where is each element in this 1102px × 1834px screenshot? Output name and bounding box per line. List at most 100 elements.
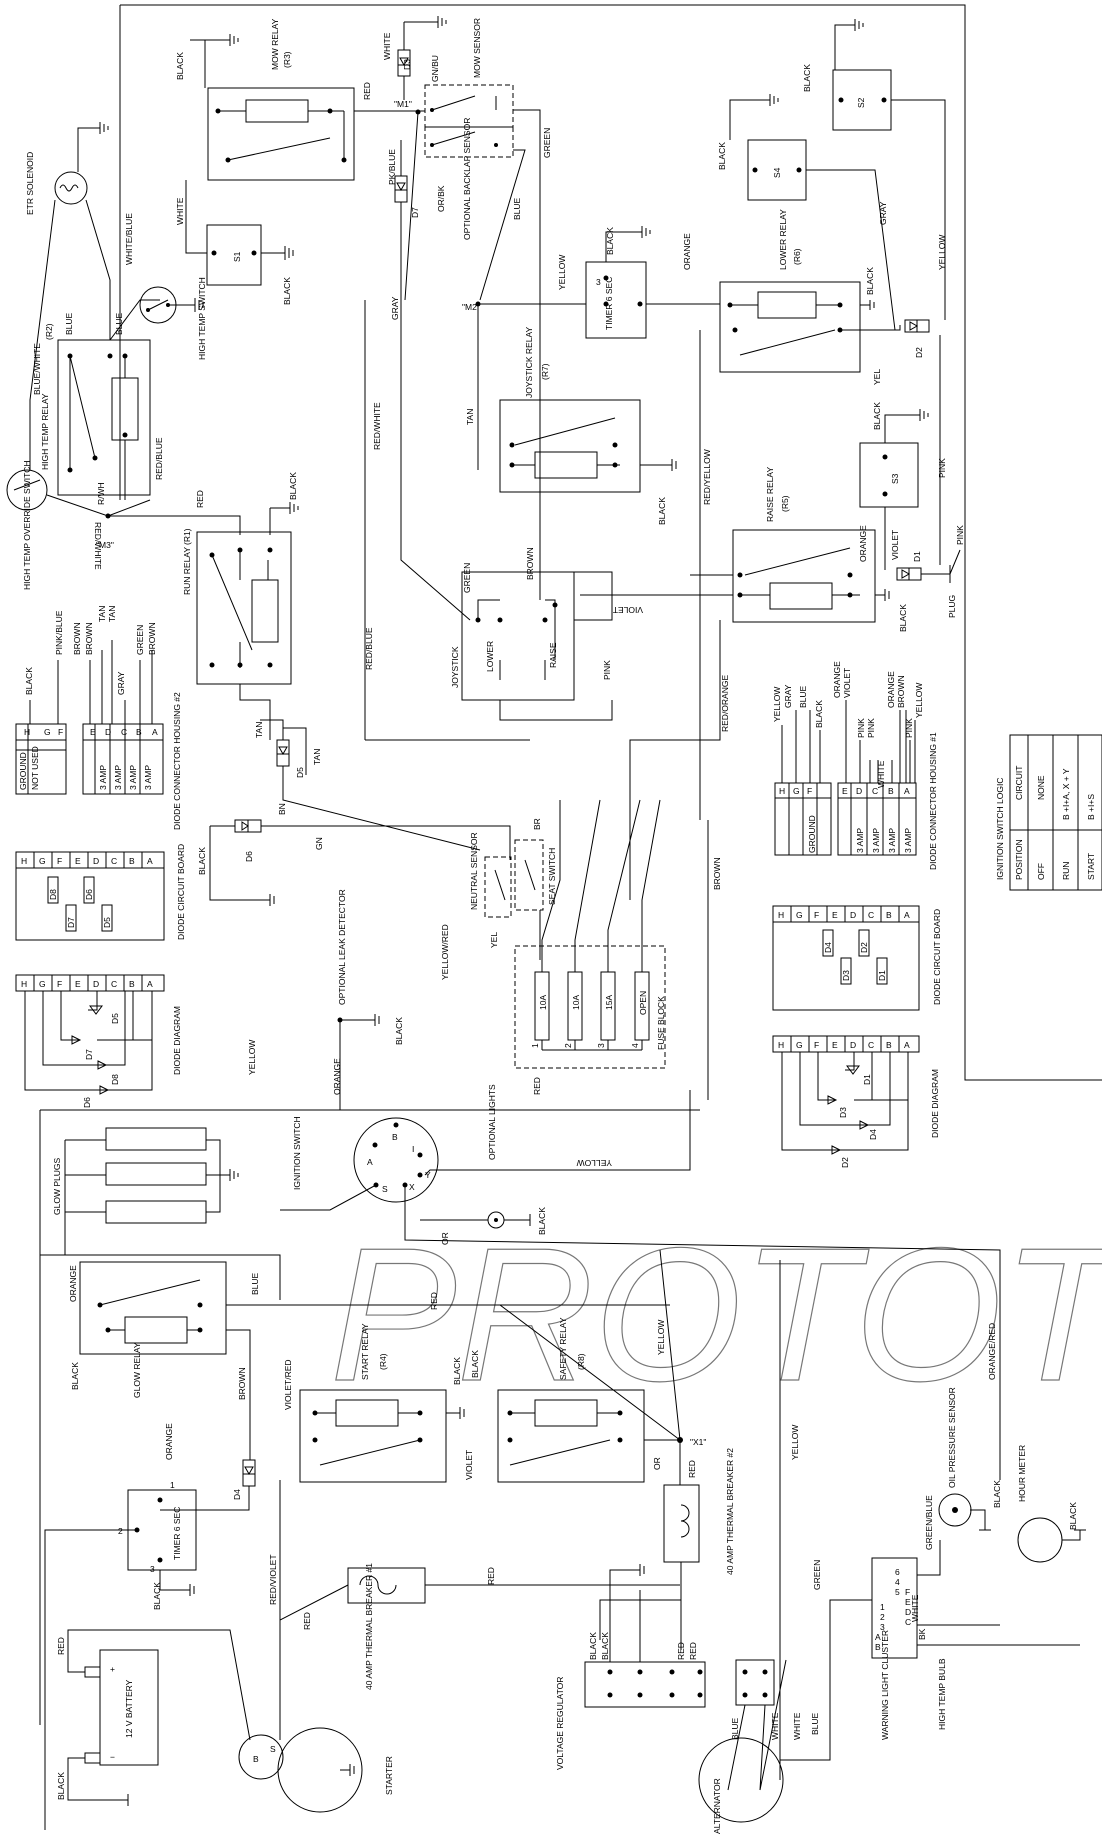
wire-label: BLACK xyxy=(898,604,908,632)
starter-terminal: S xyxy=(270,1744,276,1754)
dd-diode: D8 xyxy=(110,1074,120,1085)
s4-label: S4 xyxy=(772,167,782,178)
timer-top-label: TIMER 6 SEC xyxy=(604,277,614,330)
thermal-breaker-2: 40 AMP THERMAL BREAKER #2 xyxy=(663,1448,735,1575)
cluster-pin: 1 xyxy=(880,1602,885,1612)
safety-relay-id: (R8) xyxy=(576,1353,586,1370)
conn1-cell: 3 AMP xyxy=(903,828,913,853)
wire-label: BLACK xyxy=(802,64,812,92)
wire-label: BLUE xyxy=(250,1272,260,1295)
fuse-number: 3 xyxy=(596,1043,606,1048)
conn2-cell: 3 AMP xyxy=(143,765,153,790)
cb-letter: B xyxy=(886,910,892,920)
timer-pin: 1 xyxy=(170,1480,175,1490)
wire-label: GN xyxy=(314,837,324,850)
wire-label: PK/BLUE xyxy=(387,149,397,185)
conn1-letter: D xyxy=(856,786,862,796)
timer-pin: 2 xyxy=(118,1526,123,1536)
conn1-wire: ORANGE xyxy=(832,661,842,698)
ign-terminal: S xyxy=(382,1184,388,1194)
switch-s1: S1 xyxy=(206,224,262,286)
conn2-letter: F xyxy=(58,727,63,737)
dd-letter: D xyxy=(93,979,99,989)
high-temp-relay-id: (R2) xyxy=(44,323,54,340)
glow-relay: GLOW RELAY xyxy=(79,1261,227,1398)
s3-label: S3 xyxy=(890,473,900,484)
wire-label: BLACK xyxy=(588,1632,598,1660)
wire-label: BLACK xyxy=(288,472,298,500)
wire-label: RED xyxy=(687,1460,697,1478)
mow-sensor-label: MOW SENSOR xyxy=(472,18,482,78)
node-m3: "M3" xyxy=(96,540,114,550)
conn1-letter: G xyxy=(793,786,800,796)
starter-terminal: B xyxy=(253,1754,259,1764)
mow-relay: MOW RELAY (R3) xyxy=(207,18,355,181)
diode-d7: D7 xyxy=(394,175,420,218)
wire-label: BROWN xyxy=(525,547,535,580)
wire-label: ORANGE xyxy=(332,1058,342,1095)
wire-label: BR xyxy=(532,818,542,830)
conn2-cell: NOT USED xyxy=(30,746,40,790)
wire-label: BLUE xyxy=(512,197,522,220)
dd-diode: D6 xyxy=(82,1097,92,1108)
oil-sensor-label: OIL PRESSURE SENSOR xyxy=(947,1387,957,1488)
conn2-cell: 3 AMP xyxy=(98,765,108,790)
cb-letter: G xyxy=(796,910,803,920)
glow-plugs-label: GLOW PLUGS xyxy=(52,1158,62,1215)
conn1-wire: BLUE xyxy=(798,685,808,708)
high-temp-switch-label: HIGH TEMP SWITCH xyxy=(197,277,207,360)
seat-switch-label: SEAT SWITCH xyxy=(547,848,557,905)
conn1-wire: BROWN xyxy=(896,675,906,708)
wire-label: RED/WHITE xyxy=(93,522,103,570)
wire-label: GRAY xyxy=(878,201,888,225)
wire-label: RED xyxy=(195,490,205,508)
cb-letter: D xyxy=(93,856,99,866)
cb-diode: D5 xyxy=(102,917,112,928)
wire-label: BLUE xyxy=(810,1712,820,1735)
conn1-cell: GROUND xyxy=(807,815,817,853)
dd-letter: A xyxy=(904,1040,910,1050)
dd-letter: F xyxy=(57,979,62,989)
diode-d5: D5 xyxy=(276,739,305,778)
dd-diode: D4 xyxy=(868,1129,878,1140)
ign-terminal: A xyxy=(367,1157,373,1167)
optional-lights-label: OPTIONAL LIGHTS xyxy=(487,1084,497,1160)
switch-s3: S3 xyxy=(859,442,919,508)
d5-label: D5 xyxy=(295,767,305,778)
diode-diagram-left: H G F E D C B A D5 D7 D8 D6 DIODE DIAGRA… xyxy=(15,974,182,1108)
wire-label: YELLOW xyxy=(937,235,947,270)
timer-pin: 3 xyxy=(596,277,601,287)
joystick-label: JOYSTICK xyxy=(450,646,460,688)
cluster-pin: 3 xyxy=(880,1622,885,1632)
wire-label: R/WH xyxy=(96,482,106,505)
wire-label: BN xyxy=(277,803,287,815)
conn1-letter: F xyxy=(807,786,812,796)
conn2-wire: BROWN xyxy=(84,622,94,655)
dd-letter: G xyxy=(39,979,46,989)
wire-label: RED/WHITE xyxy=(372,402,382,450)
conn2-wire: PINK/BLUE xyxy=(54,610,64,655)
conn1-wire: PINK xyxy=(856,718,866,738)
wire-label: GREEN/BLUE xyxy=(924,1495,934,1550)
wire-label: YELLOW xyxy=(247,1040,257,1075)
wire-label: GN/BU xyxy=(430,55,440,82)
cluster-pin: 2 xyxy=(880,1612,885,1622)
battery-terminal: + xyxy=(110,1664,115,1674)
breaker-2-label: 40 AMP THERMAL BREAKER #2 xyxy=(725,1448,735,1575)
conn1-wire: PINK xyxy=(904,718,914,738)
alternator: ALTERNATOR xyxy=(698,1659,784,1834)
high-temp-relay: HIGH TEMP RELAY (R2) xyxy=(40,323,151,496)
mow-relay-id: (R3) xyxy=(282,51,292,68)
wire-label: BLACK xyxy=(600,1632,610,1660)
wire-label: BLACK xyxy=(470,1350,480,1378)
raise-relay-label: RAISE RELAY xyxy=(765,467,775,522)
glow-relay-label: GLOW RELAY xyxy=(132,1342,142,1398)
raise-label: RAISE xyxy=(548,642,558,668)
wire-label: BK xyxy=(917,1628,927,1640)
wire-label: YELLOW xyxy=(557,255,567,290)
conn2-letter: C xyxy=(121,727,127,737)
conn1-wire: VIOLET xyxy=(842,668,852,698)
conn2-wire: TAN xyxy=(97,606,107,622)
cb-diode: D8 xyxy=(48,889,58,900)
joystick: JOYSTICK LOWER RAISE xyxy=(450,571,575,701)
